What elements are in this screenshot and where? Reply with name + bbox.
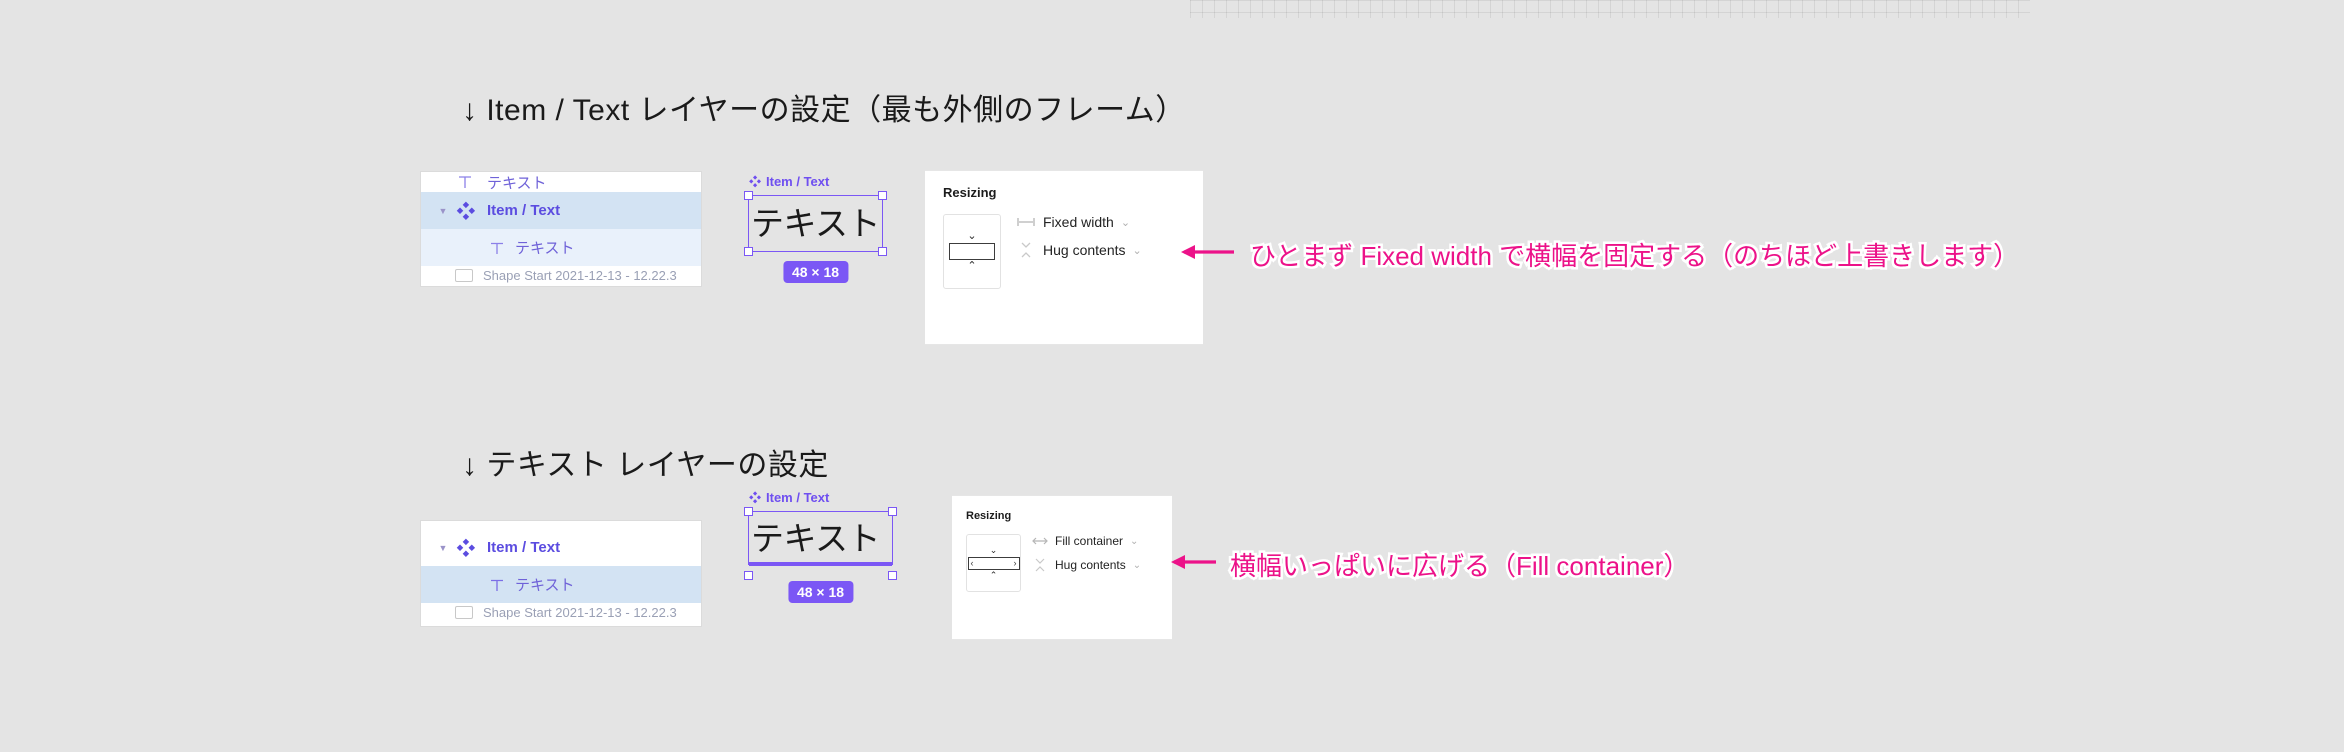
- annotation-text-2-outline: 横幅いっぱいに広げる（Fill container）: [1227, 549, 1691, 584]
- height-resizing-label: Hug contents: [1055, 558, 1126, 572]
- height-resizing-dropdown[interactable]: Hug contents ⌄: [1015, 242, 1142, 258]
- layer-name-item-text: Item / Text: [487, 539, 561, 556]
- chevron-down-icon: ⌄: [989, 545, 998, 556]
- layer-row-item-text[interactable]: ▼ Item / Text: [421, 192, 701, 229]
- chevron-down-icon[interactable]: ▼: [438, 542, 448, 553]
- chevron-down-icon[interactable]: ▼: [438, 205, 448, 216]
- layer-name-clipped: テキスト: [487, 174, 547, 192]
- selection-label-text: Item / Text: [766, 490, 830, 505]
- selection-bounding-box-2[interactable]: テキスト: [744, 507, 897, 580]
- selection-label-1[interactable]: Item / Text: [748, 174, 829, 189]
- layer-row-clipped-top[interactable]: ▾ テキスト: [421, 172, 701, 192]
- chevron-right-icon: ›: [1013, 557, 1017, 568]
- layer-name-item-text: Item / Text: [487, 202, 561, 219]
- canvas-selection-1[interactable]: Item / Text テキスト 48 × 18: [744, 174, 887, 283]
- text-icon: [455, 172, 475, 192]
- layer-row-item-text[interactable]: ▼ Item / Text: [421, 529, 701, 566]
- section-heading-item-text: ↓ Item / Text レイヤーの設定（最も外側のフレーム）: [462, 94, 1186, 127]
- annotation-text-1: ひとまず Fixed width で横幅を固定する（のちほど上書きします）: [1250, 241, 2020, 271]
- resizing-title-1: Resizing: [943, 185, 997, 200]
- layer-row-clipped-bottom[interactable]: ▾ Shape Start 2021-12-13 - 12.22.3: [421, 266, 701, 284]
- annotation-fill-container: 横幅いっぱいに広げる（Fill container） 横幅いっぱいに広げる（Fi…: [1168, 546, 1692, 584]
- layer-name-text: テキスト: [515, 577, 575, 594]
- resizing-panel-1: Resizing ⌄ ⌃ Fixed width ⌄: [925, 170, 1203, 345]
- fixed-width-icon: [1015, 217, 1037, 227]
- resize-handle-top-right[interactable]: [888, 507, 897, 516]
- text-icon: [487, 575, 507, 595]
- resize-handle-bottom-left[interactable]: [744, 247, 753, 256]
- frame-icon: [455, 605, 473, 619]
- layers-panel-2[interactable]: ▼ Item / Text ▾ テキスト ▾ Shape Start: [421, 521, 701, 626]
- resize-handle-top-left[interactable]: [744, 507, 753, 516]
- annotation-text-1-outline: ひとまず Fixed width で横幅を固定する（のちほど上書きします）: [1247, 239, 2021, 274]
- text-icon: [487, 238, 507, 258]
- width-resizing-label: Fixed width: [1043, 214, 1114, 230]
- width-resizing-dropdown[interactable]: Fill container ⌄: [1031, 534, 1141, 548]
- layer-name-clipped-bottom: Shape Start 2021-12-13 - 12.22.3: [483, 604, 677, 620]
- hug-contents-icon: [1015, 242, 1037, 258]
- panel-top-spacer: [421, 521, 701, 529]
- width-resizing-dropdown[interactable]: Fixed width ⌄: [1015, 214, 1142, 230]
- fill-container-indicator: [749, 562, 892, 566]
- hug-contents-icon: [1031, 558, 1049, 572]
- component-icon: [748, 175, 762, 188]
- canvas-text-1: テキスト: [751, 204, 881, 243]
- background-grid-pattern: [1190, 0, 2030, 18]
- layer-row-text-child[interactable]: ▾ テキスト: [421, 229, 701, 266]
- resize-handle-top-right[interactable]: [878, 191, 887, 200]
- chevron-down-icon[interactable]: ⌄: [1120, 216, 1131, 229]
- preview-rect-fill-container: ‹ ›: [967, 556, 1020, 570]
- disclosure-spacer: ▾: [435, 177, 451, 188]
- fill-container-icon: [1031, 536, 1049, 546]
- layer-name-text: テキスト: [515, 240, 575, 257]
- resize-handle-bottom-right[interactable]: [888, 571, 897, 580]
- resizing-panel-2: Resizing ⌄ ‹ › ⌃: [952, 495, 1172, 640]
- chevron-up-icon: ⌃: [989, 569, 998, 580]
- layer-row-text-selected[interactable]: ▾ テキスト: [421, 566, 701, 603]
- selection-label-text: Item / Text: [766, 174, 830, 189]
- annotation-text-2: 横幅いっぱいに広げる（Fill container）: [1230, 551, 1690, 581]
- component-icon: [455, 201, 476, 221]
- chevron-down-icon[interactable]: ⌄: [1132, 244, 1142, 257]
- layer-row-clipped-bottom[interactable]: ▾ Shape Start 2021-12-13 - 12.22.3: [421, 603, 701, 621]
- layers-panel-1[interactable]: ▾ テキスト ▼ Item / Text ▾: [421, 172, 701, 286]
- chevron-down-icon[interactable]: ⌄: [1132, 559, 1142, 571]
- selection-label-2[interactable]: Item / Text: [748, 490, 829, 505]
- height-resizing-dropdown[interactable]: Hug contents ⌄: [1031, 558, 1141, 572]
- resize-preview-1[interactable]: ⌄ ⌃: [943, 214, 1001, 289]
- chevron-up-icon: ⌃: [967, 260, 977, 272]
- arrow-left-icon: [1178, 240, 1236, 269]
- canvas-text-2: テキスト: [751, 518, 881, 558]
- component-icon: [748, 491, 762, 504]
- disclosure-spacer: ▾: [435, 242, 451, 253]
- layer-name-clipped-bottom: Shape Start 2021-12-13 - 12.22.3: [483, 267, 677, 283]
- resizing-title-2: Resizing: [966, 510, 1012, 522]
- selection-bounding-box-1[interactable]: テキスト: [744, 191, 887, 256]
- resize-handle-bottom-right[interactable]: [878, 247, 887, 256]
- resize-handle-top-left[interactable]: [744, 191, 753, 200]
- disclosure-spacer: ▾: [435, 270, 451, 281]
- height-resizing-label: Hug contents: [1043, 242, 1126, 258]
- resize-handle-bottom-left[interactable]: [744, 571, 753, 580]
- annotation-fixed-width: ひとまず Fixed width で横幅を固定する（のちほど上書きします） ひと…: [1178, 236, 2022, 274]
- component-icon: [455, 538, 476, 558]
- chevron-left-icon: ‹: [970, 557, 974, 568]
- width-resizing-label: Fill container: [1055, 534, 1124, 548]
- preview-rect-fixed-width: [949, 243, 995, 260]
- chevron-down-icon[interactable]: ⌄: [1130, 535, 1139, 547]
- section-heading-text-layer: ↓ テキスト レイヤーの設定: [462, 449, 829, 482]
- chevron-down-icon: ⌄: [967, 230, 977, 243]
- dimension-badge-1: 48 × 18: [782, 261, 849, 283]
- disclosure-spacer: ▾: [435, 579, 451, 590]
- disclosure-spacer: ▾: [435, 607, 451, 618]
- dimension-badge-2: 48 × 18: [787, 581, 854, 603]
- resize-preview-2[interactable]: ⌄ ‹ › ⌃: [966, 534, 1021, 592]
- canvas-selection-2[interactable]: Item / Text テキスト 48 × 18: [744, 490, 897, 603]
- frame-icon: [455, 268, 473, 282]
- arrow-left-icon: [1168, 550, 1218, 579]
